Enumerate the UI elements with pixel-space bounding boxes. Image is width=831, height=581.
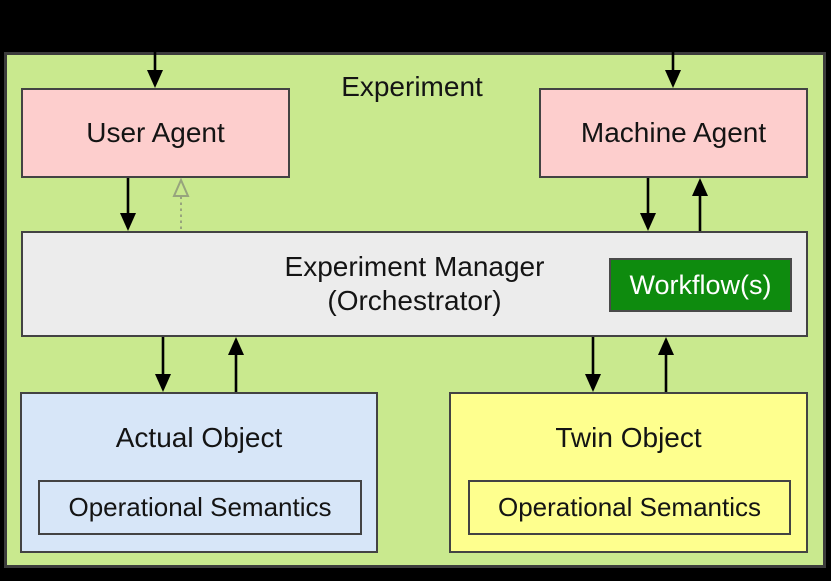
- experiment-label: Experiment: [341, 71, 483, 102]
- machine-agent-label: Machine Agent: [580, 117, 767, 149]
- experiment-manager-label: Experiment Manager (Orchestrator): [285, 250, 545, 317]
- twin-operational-semantics-label: Operational Semantics: [497, 492, 762, 522]
- user-agent-label: User Agent: [86, 117, 225, 149]
- twin-object-node: Twin Object Operational Semantics: [449, 392, 808, 553]
- workflow-label: Workflow(s): [629, 269, 772, 300]
- workflow-node: Workflow(s): [609, 258, 792, 312]
- experiment-manager-label-line2: (Orchestrator): [327, 285, 502, 316]
- experiment-manager-node: Experiment Manager (Orchestrator) Workfl…: [21, 231, 808, 337]
- machine-agent-node: Machine Agent: [539, 88, 808, 178]
- user-agent-node: User Agent: [21, 88, 290, 178]
- actual-object-label: Actual Object: [115, 422, 283, 453]
- actual-object-node: Actual Object Operational Semantics: [20, 392, 378, 553]
- twin-object-label: Twin Object: [555, 422, 702, 453]
- twin-operational-semantics-box: Operational Semantics: [468, 480, 791, 535]
- experiment-container: Experiment User Agent Machine Agent Expe…: [4, 52, 826, 568]
- actual-operational-semantics-box: Operational Semantics: [38, 480, 362, 535]
- actual-operational-semantics-label: Operational Semantics: [68, 492, 332, 522]
- experiment-manager-label-line1: Experiment Manager: [284, 251, 545, 283]
